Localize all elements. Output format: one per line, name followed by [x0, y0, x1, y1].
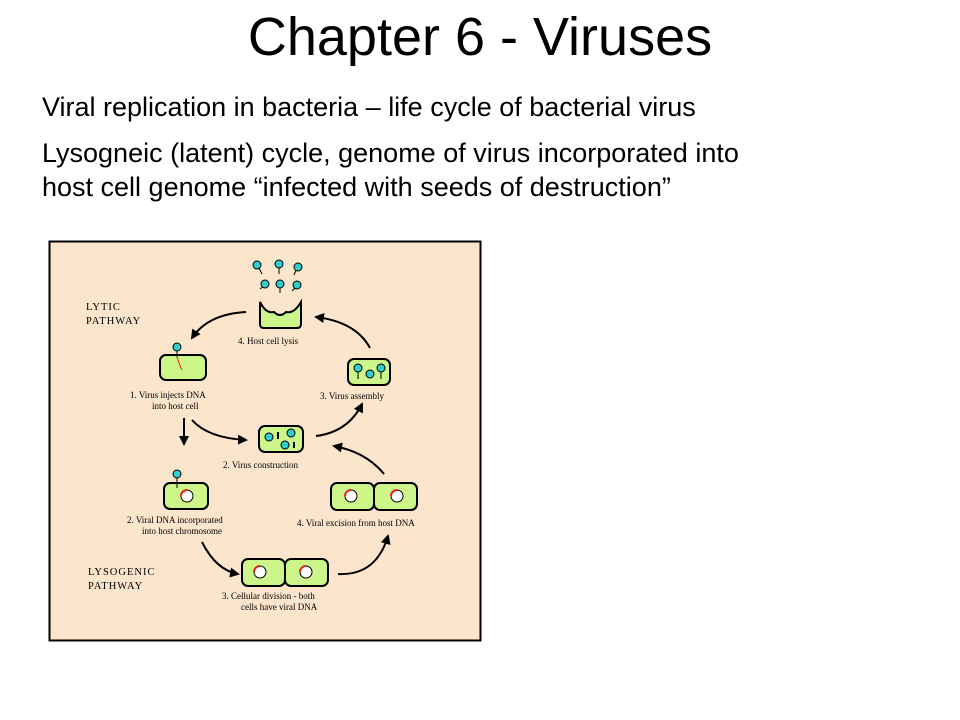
viral-life-cycle-diagram: LYTIC PATHWAY LYSOGENIC PATHWAY 4. Host … — [48, 240, 482, 642]
bullet-lysogenic-cycle: Lysogneic (latent) cycle, genome of viru… — [42, 136, 922, 204]
cell-virus-construction — [259, 426, 303, 452]
lytic-pathway-label-2: PATHWAY — [86, 316, 141, 327]
lytic-pathway-label-1: LYTIC — [86, 302, 121, 313]
step-viral-dna-incorporated-1: 2. Viral DNA incorporated — [127, 515, 223, 525]
bullet-viral-replication: Viral replication in bacteria – life cyc… — [42, 90, 696, 124]
step-cellular-division-1: 3. Cellular division - both — [222, 591, 315, 601]
step-viral-dna-incorporated-2: into host chromosome — [142, 526, 222, 536]
step-virus-injects-2: into host cell — [152, 401, 199, 411]
bullet-lysogenic-line-1: Lysogneic (latent) cycle, genome of viru… — [42, 136, 922, 170]
lysogenic-pathway-label-1: LYSOGENIC — [88, 567, 155, 578]
lysogenic-pathway-label-2: PATHWAY — [88, 581, 143, 592]
step-virus-injects-1: 1. Virus injects DNA — [130, 390, 206, 400]
life-cycle-svg: LYTIC PATHWAY LYSOGENIC PATHWAY 4. Host … — [48, 240, 482, 642]
step-host-cell-lysis: 4. Host cell lysis — [238, 336, 298, 346]
step-viral-excision: 4. Viral excision from host DNA — [297, 518, 415, 528]
step-virus-assembly: 3. Virus assembly — [320, 391, 385, 401]
step-cellular-division-2: cells have viral DNA — [241, 602, 318, 612]
cells-cellular-division — [242, 559, 328, 586]
bullet-lysogenic-line-2: host cell genome “infected with seeds of… — [42, 170, 922, 204]
cell-virus-assembly — [348, 359, 390, 385]
slide-title: Chapter 6 - Viruses — [0, 6, 960, 68]
step-virus-construction: 2. Virus construction — [223, 460, 299, 470]
cells-viral-excision — [331, 483, 417, 510]
